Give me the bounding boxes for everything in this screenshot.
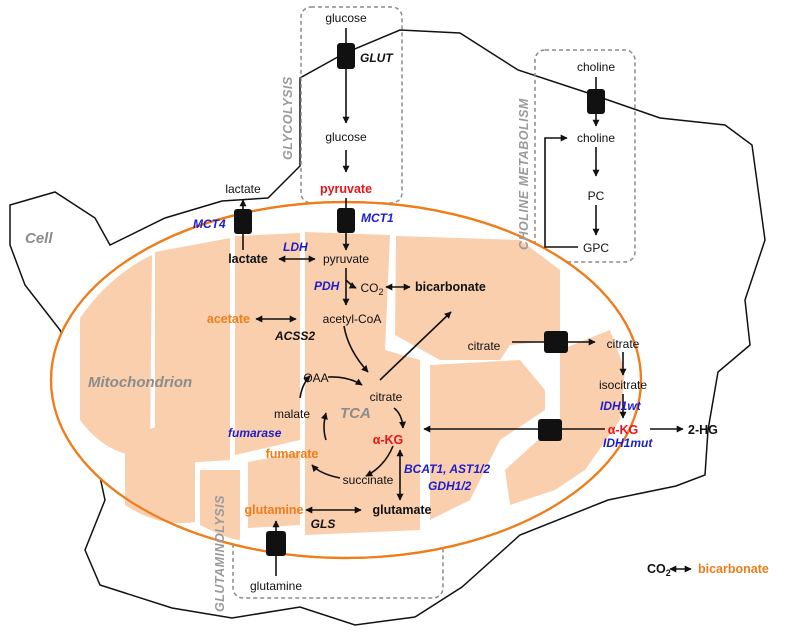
- mct4-transporter-icon: [234, 209, 252, 234]
- glutamine-mito: glutamine: [244, 503, 303, 517]
- isocitrate: isocitrate: [599, 378, 647, 392]
- pdh-label: PDH: [314, 279, 340, 293]
- choline-box: [534, 49, 636, 263]
- glut-transporter-icon: [337, 43, 355, 69]
- cell-label: Cell: [25, 230, 53, 247]
- bicarbonate: bicarbonate: [415, 280, 486, 294]
- legend-bicarbonate: bicarbonate: [698, 562, 769, 576]
- choline-metabolism-label: CHOLINE METABOLISM: [517, 98, 531, 250]
- glycolysis-label: GLYCOLYSIS: [281, 76, 295, 160]
- citrate-tca: citrate: [370, 390, 403, 404]
- choline-transporter-icon: [587, 89, 605, 114]
- akg-cyto: α-KG: [608, 423, 639, 437]
- akg-mito: α-KG: [373, 433, 404, 447]
- tca-label: TCA: [340, 405, 371, 422]
- acss2-label: ACSS2: [274, 329, 315, 343]
- co2-main: CO: [360, 281, 378, 295]
- co2-sub: 2: [378, 287, 383, 297]
- glutamine-transporter-icon: [266, 531, 286, 556]
- idh1wt-label: IDH1wt: [600, 399, 642, 413]
- citrate-cyto: citrate: [607, 337, 640, 351]
- glycolysis-box: [300, 6, 403, 204]
- gls-label: GLS: [311, 517, 336, 531]
- mct1-transporter-icon: [337, 208, 355, 233]
- pyruvate-cyto: pyruvate: [320, 182, 372, 196]
- mitochondrion-label: Mitochondrion: [88, 374, 192, 391]
- fumarate: fumarate: [266, 447, 319, 461]
- glucose-int: glucose: [325, 130, 367, 144]
- mct4-label: MCT4: [193, 217, 226, 231]
- bcat-label: BCAT1, AST1/2: [404, 462, 490, 476]
- idh1mut-label: IDH1mut: [603, 436, 653, 450]
- pathway-arrows: [239, 28, 692, 576]
- choline-int: choline: [577, 131, 615, 145]
- glucose-ext: glucose: [325, 11, 367, 25]
- fumarase-label: fumarase: [228, 426, 282, 440]
- citrate-transporter-icon: [544, 331, 568, 353]
- two-hg: 2-HG: [688, 423, 718, 437]
- legend-co2: CO2: [647, 562, 671, 578]
- gdh-label: GDH1/2: [428, 479, 472, 493]
- choline-ext: choline: [577, 60, 615, 74]
- citrate-mito-out: citrate: [468, 339, 501, 353]
- mct1-label: MCT1: [361, 211, 394, 225]
- glutamine-ext: glutamine: [250, 579, 302, 593]
- glutamate: glutamate: [372, 503, 431, 517]
- malate: malate: [274, 407, 310, 421]
- acetate: acetate: [207, 312, 250, 326]
- lactate-mito: lactate: [228, 252, 268, 266]
- legend-co2-main: CO: [647, 562, 666, 576]
- glutaminolysis-label: GLUTAMINOLYSIS: [213, 495, 227, 612]
- co2: CO2: [360, 281, 383, 297]
- pc: PC: [588, 189, 605, 203]
- glut-label: GLUT: [360, 51, 394, 65]
- succinate: succinate: [343, 473, 394, 487]
- acetyl-coa: acetyl-CoA: [323, 312, 382, 326]
- ldh-label: LDH: [283, 240, 308, 254]
- gpc: GPC: [583, 241, 609, 255]
- akg-transporter-icon: [538, 419, 562, 441]
- legend-co2-sub: 2: [666, 568, 671, 578]
- pyruvate-mito: pyruvate: [323, 252, 369, 266]
- oaa: OAA: [303, 371, 328, 385]
- lactate-ext: lactate: [225, 182, 261, 196]
